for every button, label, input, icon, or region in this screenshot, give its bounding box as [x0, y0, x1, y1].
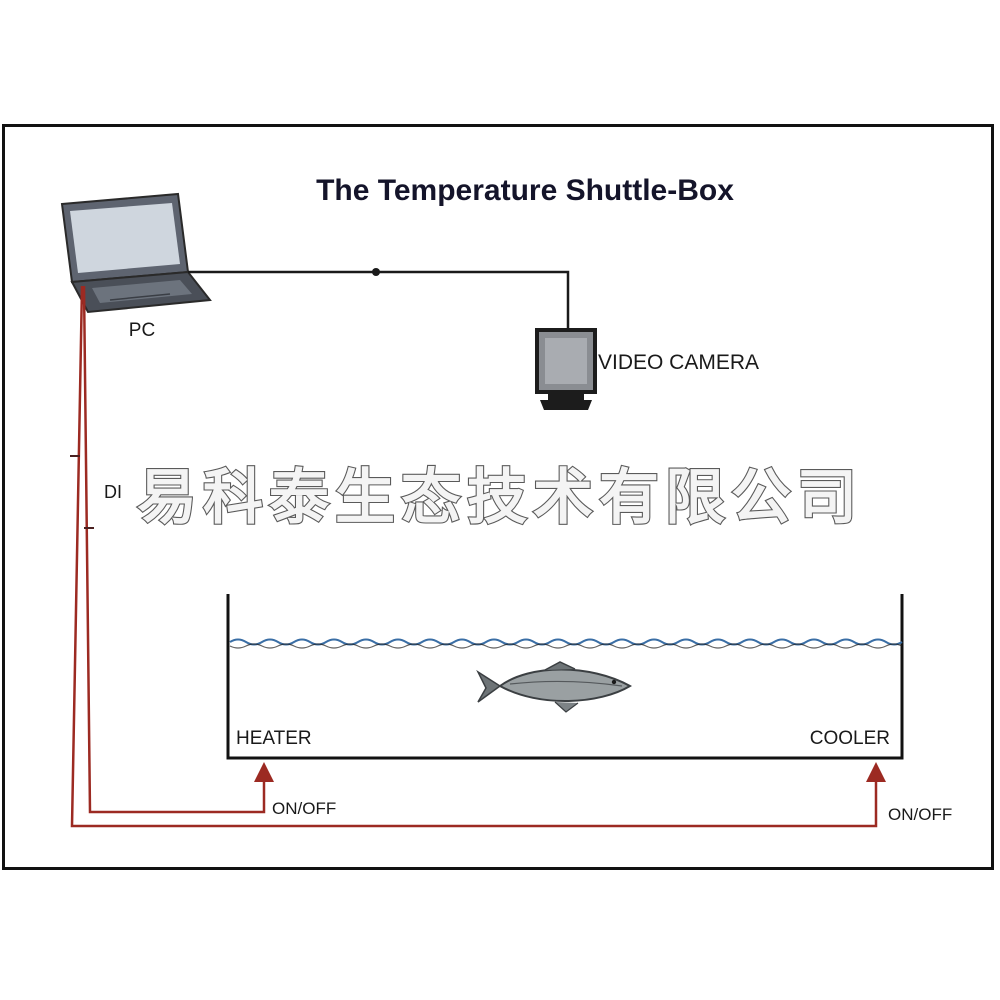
diagram-title: The Temperature Shuttle-Box	[316, 174, 734, 207]
camera-cable	[188, 270, 570, 330]
heater-label: HEATER	[236, 728, 312, 749]
daq-label: DI	[104, 482, 122, 502]
control-wires	[70, 285, 878, 828]
cooler-label: COOLER	[810, 728, 890, 749]
cooler-control-wire	[70, 285, 878, 828]
fish-icon	[476, 661, 633, 713]
heater-control-label: ON/OFF	[272, 799, 336, 818]
pc-label: PC	[129, 320, 155, 341]
heater-control-wire	[82, 285, 266, 814]
company-watermark: 易科泰生态技术有限公司	[137, 463, 863, 533]
heater-arrow-icon	[254, 762, 274, 782]
shuttle-box-tank	[226, 594, 904, 760]
water-surface	[229, 638, 903, 646]
video-camera-icon	[535, 328, 597, 410]
cable-junction-dot	[372, 268, 380, 276]
cooler-control-label: ON/OFF	[888, 805, 952, 824]
cooler-arrow-icon	[866, 762, 886, 782]
video-camera-label: VIDEO CAMERA	[598, 351, 759, 374]
